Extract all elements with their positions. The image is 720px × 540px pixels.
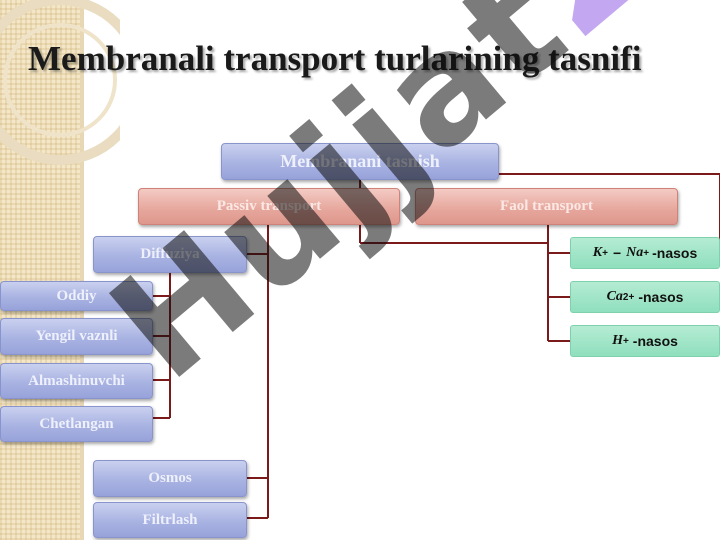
osmos-node: Osmos — [93, 460, 247, 497]
diffuziya-type-label: Almashinuvchi — [28, 372, 125, 389]
formula-charge: + — [643, 247, 650, 259]
formula-charge: 2+ — [622, 291, 635, 303]
formula-symbol: Ca — [606, 289, 623, 304]
pump-suffix: -nasos — [632, 333, 678, 349]
formula-operator: − — [612, 245, 622, 261]
slide-title: Membranali transport turlarining tasnifi — [28, 39, 642, 78]
diffuziya-type-label: Chetlangan — [39, 415, 114, 432]
diffuziya-type-chetlangan: Chetlangan — [0, 406, 153, 442]
filtrlash-node: Filtrlash — [93, 502, 247, 538]
passive-transport-label: Passiv transport — [216, 198, 322, 214]
formula-charge: + — [622, 335, 629, 347]
diffuziya-type-oddiy: Oddiy — [0, 281, 153, 311]
passive-transport-node: Passiv transport — [138, 188, 400, 225]
active-transport-node: Faol transport — [415, 188, 678, 225]
formula-symbol: K — [592, 245, 603, 260]
diffuziya-type-yengil-vaznli: Yengil vaznli — [0, 318, 153, 355]
formula-charge: + — [602, 247, 608, 259]
pump-suffix: -nasos — [652, 245, 698, 261]
pump-node-k-na: K+ − Na+ -nasos — [570, 237, 720, 269]
filtrlash-label: Filtrlash — [142, 511, 198, 528]
osmos-label: Osmos — [148, 470, 192, 486]
pump-suffix: -nasos — [638, 289, 684, 305]
active-transport-label: Faol transport — [500, 198, 593, 214]
root-node: Membranani tasnish — [221, 143, 499, 180]
diffuziya-label: Diffuziya — [140, 246, 200, 262]
decorative-stripe-edge — [80, 0, 84, 540]
diffuziya-type-label: Oddiy — [56, 287, 97, 304]
root-node-label: Membranani tasnish — [280, 151, 440, 171]
formula-symbol: H — [612, 333, 623, 348]
diffuziya-type-almashinuvchi: Almashinuvchi — [0, 363, 153, 399]
diffuziya-node: Diffuziya — [93, 236, 247, 273]
pump-node-h: H+ -nasos — [570, 325, 720, 357]
formula-symbol: Na — [626, 245, 644, 260]
diffuziya-type-label: Yengil vaznli — [35, 328, 118, 344]
